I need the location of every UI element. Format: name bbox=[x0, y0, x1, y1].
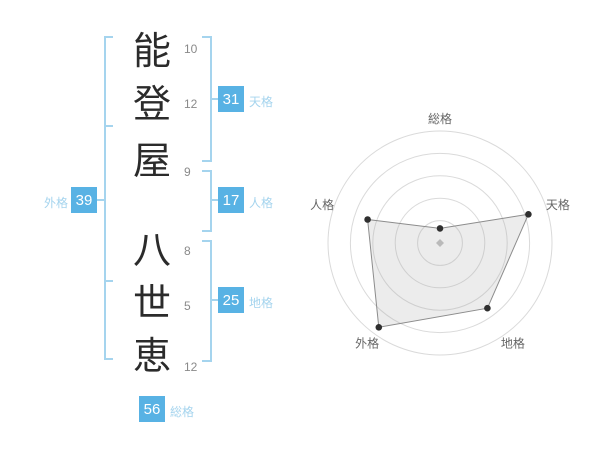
jinkaku-bracket-tick bbox=[202, 230, 211, 232]
radar-vertex-dot bbox=[484, 304, 491, 312]
chikaku-bracket-connector bbox=[212, 299, 218, 301]
radar-center-marker bbox=[436, 239, 444, 247]
jinkaku-label: 人格 bbox=[249, 196, 274, 210]
stroke-count: 5 bbox=[184, 299, 191, 313]
stroke-count: 12 bbox=[184, 97, 198, 111]
soukaku-value-badge: 56 bbox=[139, 396, 165, 422]
gaikaku-bracket bbox=[104, 36, 106, 360]
jinkaku-value-badge: 17 bbox=[218, 187, 244, 213]
tenkaku-label: 天格 bbox=[249, 95, 274, 109]
name-char: 八 bbox=[132, 230, 171, 272]
radar-ring bbox=[372, 175, 508, 311]
gaikaku-bracket-tick bbox=[104, 280, 113, 282]
tenkaku-bracket bbox=[210, 36, 212, 162]
chikaku-label: 地格 bbox=[249, 296, 274, 310]
gaikaku-bracket-tick bbox=[104, 36, 113, 38]
soukaku-label: 総格 bbox=[170, 405, 195, 419]
name-char: 登 bbox=[132, 84, 171, 126]
chikaku-bracket-tick bbox=[202, 360, 211, 362]
radar-axis-label: 総格 bbox=[428, 111, 452, 126]
radar-ring bbox=[327, 130, 553, 356]
stroke-count: 8 bbox=[184, 244, 191, 258]
radar-polygon bbox=[367, 213, 530, 328]
radar-ring bbox=[394, 197, 486, 289]
stroke-count: 10 bbox=[184, 42, 198, 56]
chikaku-bracket bbox=[210, 240, 212, 362]
radar-axis-label: 人格 bbox=[310, 197, 334, 212]
tenkaku-bracket-tick bbox=[202, 160, 211, 162]
gaikaku-bracket-tick bbox=[104, 358, 113, 360]
radar-ring bbox=[417, 220, 463, 266]
name-char: 恵 bbox=[132, 336, 171, 378]
radar-vertex-dot bbox=[375, 324, 383, 331]
gaikaku-bracket-tick bbox=[104, 125, 113, 127]
gaikaku-value-badge: 39 bbox=[71, 187, 97, 213]
name-char: 能 bbox=[132, 31, 171, 73]
radar-axis-label: 外格 bbox=[355, 336, 379, 351]
tenkaku-value-badge: 31 bbox=[218, 86, 244, 112]
radar-vertex-dot bbox=[436, 225, 444, 232]
tenkaku-bracket-tick bbox=[202, 36, 211, 38]
jinkaku-bracket bbox=[210, 170, 212, 232]
gaikaku-bracket-connector bbox=[97, 199, 104, 201]
name-char: 屋 bbox=[132, 141, 171, 183]
chikaku-bracket-tick bbox=[202, 240, 211, 242]
chikaku-value-badge: 25 bbox=[218, 287, 244, 313]
radar-ring bbox=[349, 152, 531, 334]
radar-axis-label: 天格 bbox=[546, 197, 570, 212]
tenkaku-bracket-connector bbox=[212, 98, 218, 100]
radar-vertex-dot bbox=[364, 216, 371, 223]
radar-axis-label: 地格 bbox=[501, 336, 525, 351]
jinkaku-bracket-connector bbox=[212, 199, 218, 201]
stroke-count: 12 bbox=[184, 360, 198, 374]
name-char: 世 bbox=[132, 283, 171, 325]
jinkaku-bracket-tick bbox=[202, 170, 211, 172]
stroke-count: 9 bbox=[184, 165, 191, 179]
gaikaku-label: 外格 bbox=[44, 196, 69, 210]
radar-vertex-dot bbox=[525, 211, 532, 218]
